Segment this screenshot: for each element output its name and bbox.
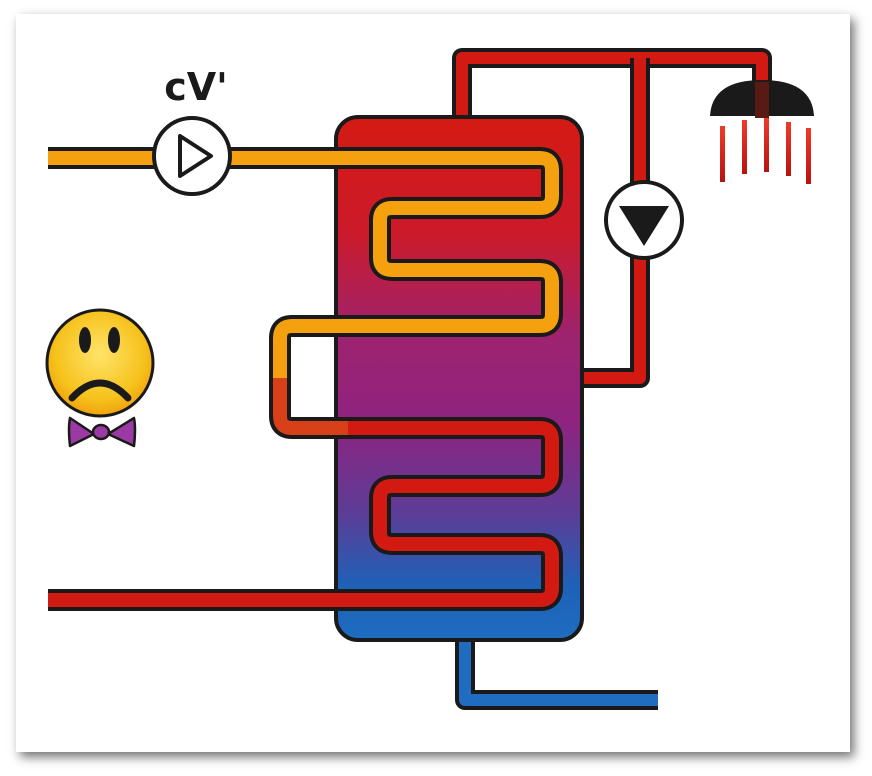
storage-tank	[334, 115, 584, 642]
diagram-frame: cV'	[16, 14, 850, 752]
lower-heating-coil	[48, 417, 563, 611]
shower-head-icon	[710, 80, 814, 184]
pump-icon	[152, 116, 232, 196]
hot-outlet-pipe	[452, 48, 772, 128]
cold-outlet-pipe	[455, 628, 658, 710]
upper-heating-coil	[48, 147, 563, 439]
heat-exchanger-diagram: cV'	[45, 48, 814, 710]
recirculation-pipe	[582, 58, 650, 388]
circulation-pump-icon	[604, 180, 684, 260]
bow-tie-icon	[67, 416, 137, 448]
pump-label: cV'	[164, 65, 228, 109]
sad-face-icon	[45, 308, 155, 418]
